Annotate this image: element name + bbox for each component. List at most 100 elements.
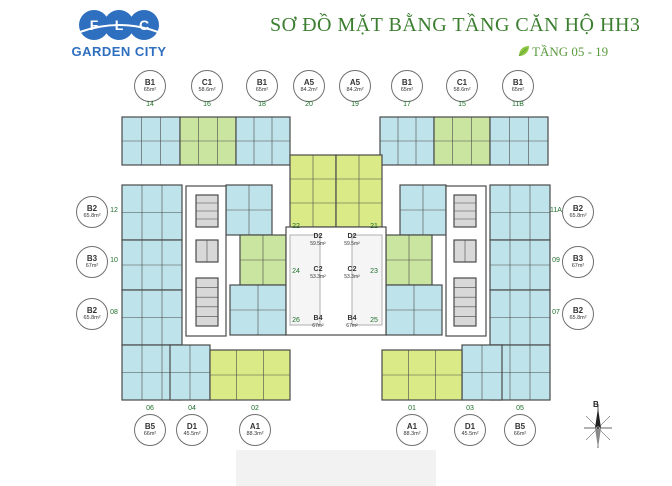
unit-type-code: B5 (514, 422, 526, 431)
unit-area: 53.3m² (344, 274, 360, 280)
unit-type-code: B1 (401, 78, 413, 87)
unit-type-code: B2 (572, 204, 584, 213)
apartment-number: 16 (203, 101, 211, 108)
unit-type-code: C2 (347, 266, 357, 273)
flc-logo-mark: F L C (79, 10, 159, 40)
unit-area: 59.5m² (310, 241, 326, 247)
corridor-right-light (351, 234, 383, 326)
footer-band (236, 450, 436, 486)
unit-type-code: D1 (464, 422, 476, 431)
unit-type-code: B3 (86, 254, 98, 263)
apartment-number: 04 (188, 405, 196, 412)
apartment-number: 18 (258, 101, 266, 108)
logo-letter-l: L (115, 17, 124, 33)
page-title: SƠ ĐỒ MẶT BẰNG TẦNG CĂN HỘ HH3 (270, 14, 641, 36)
flc-logo: F L C GARDEN CITY (64, 8, 174, 64)
unit-area: 67m² (312, 323, 324, 329)
unit-area: 84.2m² (300, 87, 318, 93)
floor-range-subtitle: TẦNG 05 - 19 (532, 44, 609, 59)
unit-type-code: B1 (512, 78, 524, 87)
unit-area: 88.3m² (403, 431, 421, 437)
unit-type-code: B4 (313, 315, 323, 322)
unit-area: 65.8m² (569, 315, 587, 321)
unit-area: 66m² (513, 431, 527, 437)
apartment-number: 08 (110, 309, 118, 316)
apartment-number: 14 (146, 101, 154, 108)
unit-type-code: C1 (456, 78, 468, 87)
unit-type-code: B2 (86, 204, 98, 213)
unit-type-code: A5 (303, 78, 315, 87)
apartment-number: 01 (408, 405, 416, 412)
apartment-number: 23 (370, 268, 378, 275)
unit-area: 59.5m² (344, 241, 360, 247)
logo-letter-f: F (90, 17, 99, 33)
unit-type-code: B5 (144, 422, 156, 431)
apartment-number: 22 (292, 223, 300, 230)
unit-type-code: B2 (86, 306, 98, 315)
apartment-number: 10 (110, 257, 118, 264)
unit-type-code: B4 (347, 315, 357, 322)
brand-name: GARDEN CITY (71, 44, 167, 59)
apartment-number: 24 (292, 268, 300, 275)
unit-area: 84.2m² (346, 87, 364, 93)
unit-type-code: D1 (186, 422, 198, 431)
unit-area: 65m² (400, 87, 414, 93)
apartment-number: 11A (550, 207, 562, 214)
unit-type-code: D2 (347, 233, 357, 240)
unit-area: 65m² (143, 87, 157, 93)
unit-area: 65.8m² (83, 315, 101, 321)
unit-type-code: B1 (144, 78, 156, 87)
logo-letter-c: C (139, 17, 149, 33)
apartment-number: 26 (292, 317, 300, 324)
apartment-number: 07 (552, 309, 560, 316)
apartment-number: 25 (370, 317, 378, 324)
unit-type-code: B1 (256, 78, 268, 87)
unit-type-code: B3 (572, 254, 584, 263)
right-stair-2 (453, 277, 477, 327)
corridor-left-light (289, 234, 321, 326)
apartment-number: 03 (466, 405, 474, 412)
unit-type-code: B2 (572, 306, 584, 315)
unit-area: 65.8m² (83, 213, 101, 219)
unit-area: 66m² (143, 431, 157, 437)
unit-area: 58.6m² (198, 87, 216, 93)
left-stair-2 (195, 277, 219, 327)
apartment-number: 09 (552, 257, 560, 264)
leaf-icon (518, 46, 529, 57)
apartment-number: 21 (370, 223, 378, 230)
north-arrow-label: B (593, 400, 599, 409)
apartment-number: 19 (351, 101, 359, 108)
unit-area: 67m² (571, 263, 585, 269)
unit-type-code: C2 (313, 266, 323, 273)
unit-type-code: D2 (313, 233, 323, 240)
unit-area: 45.5m² (183, 431, 201, 437)
apartment-number: 17 (403, 101, 411, 108)
apartment-number: 06 (146, 405, 154, 412)
apartment-number: 05 (516, 405, 524, 412)
unit-area: 65m² (511, 87, 525, 93)
unit-area: 58.6m² (453, 87, 471, 93)
apartment-number: 02 (251, 405, 259, 412)
